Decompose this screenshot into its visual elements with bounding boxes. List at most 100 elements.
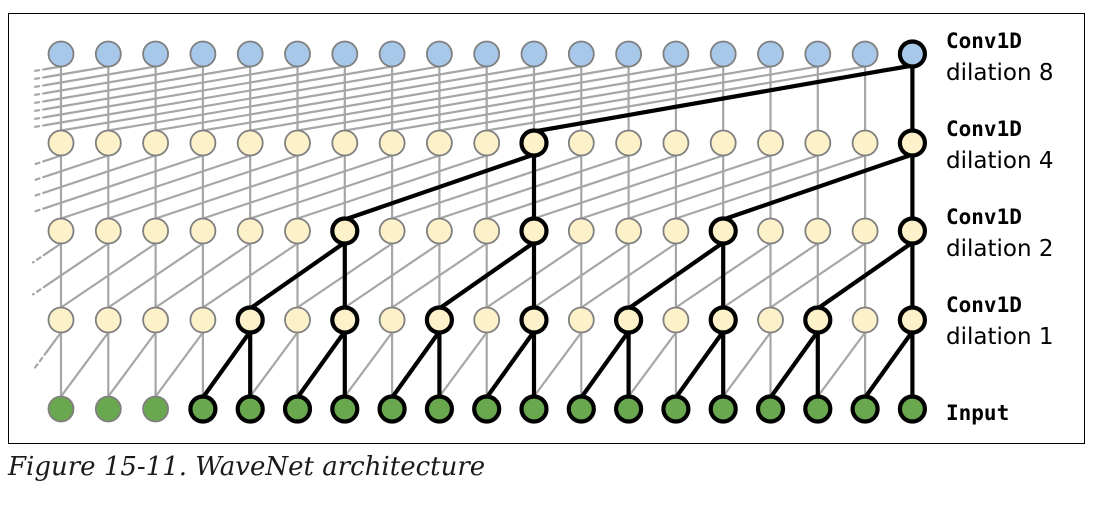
- highlight-edge-diagonal: [531, 63, 915, 134]
- node-dilation4: [284, 129, 311, 157]
- gray-edge-diagonal: [201, 154, 394, 220]
- layer-label-name-input: Input: [946, 401, 1009, 425]
- dashed-edge: [31, 83, 49, 89]
- gray-edge-truncated: [45, 65, 110, 78]
- node-dilation2: [567, 217, 595, 245]
- gray-edge-truncated: [45, 65, 204, 94]
- gray-edge-diagonal: [391, 65, 772, 132]
- gray-edge-diagonal: [580, 242, 678, 309]
- gray-edge-truncated: [45, 331, 63, 353]
- node-dilation1-highlighted: [897, 305, 928, 335]
- gray-edge-diagonal: [249, 331, 299, 398]
- gray-edge-truncated: [45, 154, 63, 162]
- gray-edge-diagonal: [59, 242, 157, 309]
- node-dilation1: [142, 306, 170, 334]
- node-dilation2-highlighted: [519, 216, 549, 246]
- node-dilation2: [757, 217, 784, 245]
- node-dilation1-highlighted: [519, 305, 549, 335]
- gray-edge-diagonal: [722, 331, 772, 398]
- node-dilation1: [473, 306, 501, 334]
- node-dilation4: [378, 129, 406, 157]
- node-dilation4: [757, 129, 784, 157]
- node-dilation8: [142, 40, 170, 68]
- node-input-highlighted: [424, 394, 454, 424]
- gray-edge-truncated: [45, 65, 346, 118]
- layer-label-sub-dilation2: dilation 2: [946, 236, 1053, 262]
- highlight-edge-diagonal: [437, 240, 537, 311]
- node-input-highlighted: [708, 394, 738, 424]
- gray-edge-diagonal: [391, 242, 488, 309]
- node-dilation2: [662, 217, 690, 245]
- highlighted-connections: [200, 63, 915, 400]
- node-dilation2: [47, 217, 75, 245]
- node-dilation1: [662, 306, 690, 334]
- node-dilation8: [851, 40, 879, 68]
- node-dilation2-highlighted: [708, 216, 738, 246]
- gray-edge-truncated: [45, 154, 110, 178]
- gray-edge-diagonal: [343, 65, 725, 132]
- gray-edge-diagonal: [249, 65, 630, 132]
- node-dilation4: [615, 129, 642, 157]
- node-dilation1-highlighted: [708, 305, 738, 335]
- node-dilation8: [94, 40, 122, 68]
- gray-edge-diagonal: [343, 242, 441, 309]
- layer-label-sub-dilation4: dilation 4: [946, 148, 1053, 174]
- gray-edge-diagonal: [627, 331, 678, 398]
- node-dilation1: [47, 306, 75, 334]
- node-dilation8: [473, 40, 501, 68]
- node-input-highlighted: [566, 394, 596, 424]
- gray-edge-diagonal: [627, 154, 819, 220]
- layer-label-name-dilation4: Conv1D: [946, 117, 1022, 141]
- node-input-highlighted: [850, 394, 880, 424]
- gray-edge-diagonal: [107, 331, 157, 398]
- gray-edge-diagonal: [59, 331, 110, 398]
- node-dilation4: [709, 129, 737, 157]
- node-dilation8: [236, 40, 264, 68]
- gray-edge-diagonal: [438, 331, 488, 398]
- nodes: [47, 39, 928, 424]
- node-dilation4-highlighted: [897, 128, 928, 158]
- gray-edge-diagonal: [201, 65, 583, 132]
- highlight-edge-diagonal: [390, 329, 442, 400]
- node-dilation4: [473, 129, 501, 157]
- gray-edge-diagonal: [107, 242, 204, 309]
- gray-connections: [45, 65, 914, 398]
- node-dilation1: [378, 306, 406, 334]
- layer-label-name-dilation1: Conv1D: [946, 293, 1022, 317]
- node-dilation1: [851, 306, 879, 334]
- node-dilation1-highlighted: [803, 305, 833, 335]
- highlight-edge-diagonal: [484, 329, 537, 400]
- node-dilation8-highlighted: [897, 39, 928, 69]
- node-input-highlighted: [755, 394, 786, 424]
- gray-edge-diagonal: [154, 242, 252, 309]
- gray-edge-diagonal: [485, 65, 867, 132]
- layer-label-name-dilation2: Conv1D: [946, 205, 1022, 229]
- gray-edge-diagonal: [107, 65, 488, 132]
- truncated-connections: [31, 67, 49, 372]
- node-dilation1: [567, 306, 595, 334]
- dashed-edge: [31, 190, 49, 198]
- node-dilation1: [94, 306, 122, 334]
- node-dilation4: [662, 129, 690, 157]
- highlight-edge-diagonal: [815, 240, 915, 311]
- gray-edge-diagonal: [485, 154, 678, 220]
- node-input-highlighted: [377, 394, 407, 424]
- node-dilation2: [284, 217, 311, 245]
- layer-label-sub-dilation1: dilation 1: [946, 324, 1053, 350]
- node-dilation8: [520, 40, 548, 68]
- gray-edge-truncated: [45, 65, 252, 102]
- node-dilation2-highlighted: [330, 216, 360, 246]
- gray-edge-truncated: [45, 242, 110, 287]
- gray-edge-truncated: [45, 154, 157, 193]
- dashed-edge: [31, 174, 49, 182]
- node-input-highlighted: [613, 394, 644, 424]
- node-dilation4: [331, 129, 359, 157]
- node-dilation2: [473, 217, 501, 245]
- layer-label-name-dilation8: Conv1D: [946, 29, 1022, 53]
- dashed-edge: [31, 107, 49, 113]
- node-dilation4: [425, 129, 453, 157]
- highlight-edge-diagonal: [768, 329, 820, 400]
- node-dilation2: [236, 217, 264, 245]
- dashed-edge: [31, 251, 49, 264]
